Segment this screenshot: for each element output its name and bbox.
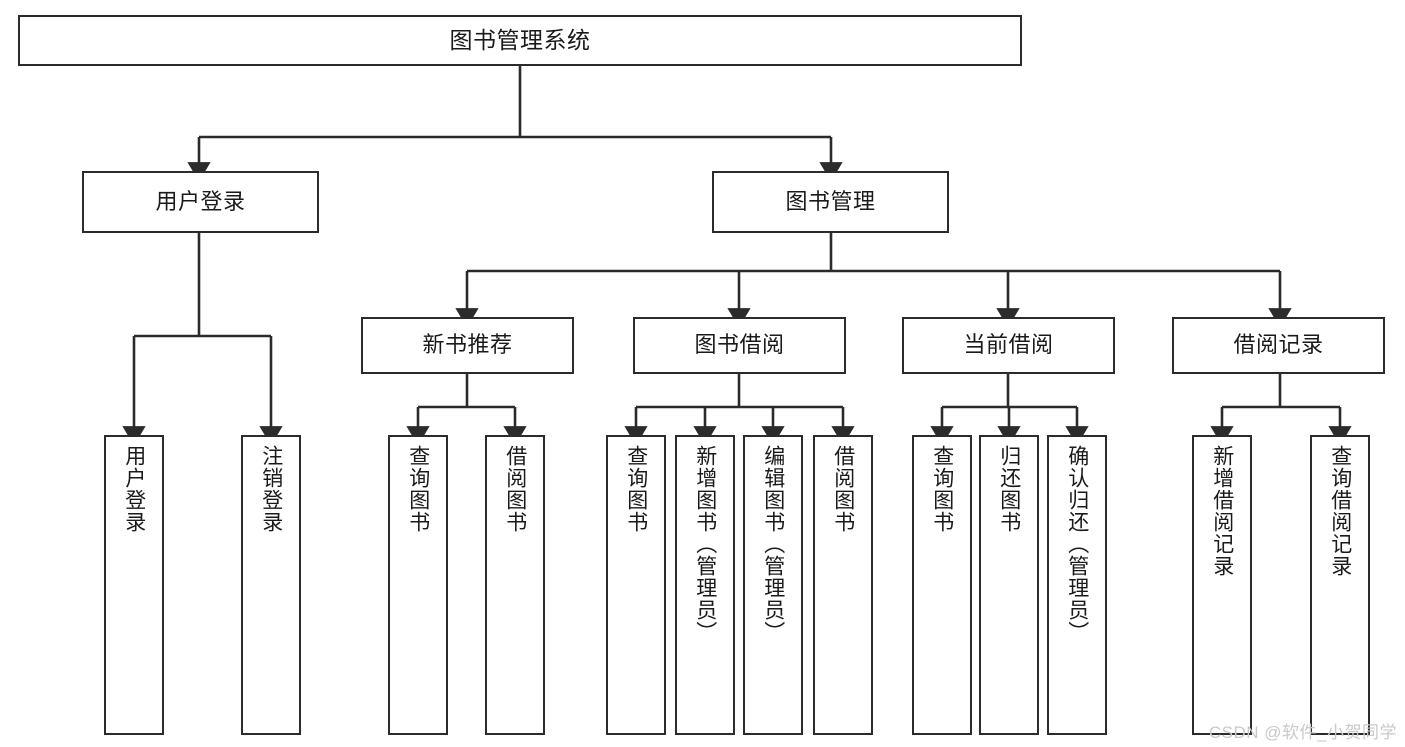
node-book-manage-label: 图书管理 <box>785 188 876 214</box>
node-leaf-query-book-3[interactable]: 查询图书 <box>912 435 972 735</box>
node-leaf-user-login-label: 用户登录 <box>122 445 146 533</box>
node-leaf-return-book[interactable]: 归还图书 <box>979 435 1039 735</box>
node-leaf-borrow-book-1-label: 借阅图书 <box>503 445 527 533</box>
node-leaf-confirm-return[interactable]: 确认归还（管理员） <box>1047 435 1107 735</box>
node-leaf-query-book-3-label: 查询图书 <box>930 445 954 533</box>
node-user-login-label: 用户登录 <box>155 188 246 214</box>
node-new-book-recommend-label: 新书推荐 <box>422 332 513 358</box>
node-leaf-query-record[interactable]: 查询借阅记录 <box>1310 435 1370 735</box>
node-leaf-add-book[interactable]: 新增图书（管理员） <box>675 435 735 735</box>
node-root[interactable]: 图书管理系统 <box>18 15 1022 66</box>
node-leaf-query-record-label: 查询借阅记录 <box>1328 445 1352 577</box>
node-current-borrow-label: 当前借阅 <box>963 332 1054 358</box>
node-current-borrow[interactable]: 当前借阅 <box>902 317 1115 374</box>
node-user-login[interactable]: 用户登录 <box>82 171 319 233</box>
node-leaf-add-book-label: 新增图书（管理员） <box>693 445 717 643</box>
node-leaf-query-book-2-label: 查询图书 <box>624 445 648 533</box>
node-book-borrow-label: 图书借阅 <box>694 332 785 358</box>
node-leaf-user-logout[interactable]: 注销登录 <box>241 435 301 735</box>
node-leaf-borrow-book-2[interactable]: 借阅图书 <box>813 435 873 735</box>
node-leaf-borrow-book-2-label: 借阅图书 <box>831 445 855 533</box>
node-leaf-user-logout-label: 注销登录 <box>259 445 283 533</box>
node-book-manage[interactable]: 图书管理 <box>712 171 949 233</box>
node-book-borrow[interactable]: 图书借阅 <box>633 317 846 374</box>
node-leaf-query-book-2[interactable]: 查询图书 <box>606 435 666 735</box>
node-leaf-edit-book-label: 编辑图书（管理员） <box>761 445 785 643</box>
node-root-label: 图书管理系统 <box>449 26 591 53</box>
node-leaf-return-book-label: 归还图书 <box>997 445 1021 533</box>
node-leaf-add-record[interactable]: 新增借阅记录 <box>1192 435 1252 735</box>
node-borrow-record[interactable]: 借阅记录 <box>1172 317 1385 374</box>
node-leaf-borrow-book-1[interactable]: 借阅图书 <box>485 435 545 735</box>
node-leaf-add-record-label: 新增借阅记录 <box>1210 445 1234 577</box>
node-leaf-user-login[interactable]: 用户登录 <box>104 435 164 735</box>
node-borrow-record-label: 借阅记录 <box>1233 332 1324 358</box>
node-leaf-edit-book[interactable]: 编辑图书（管理员） <box>743 435 803 735</box>
node-new-book-recommend[interactable]: 新书推荐 <box>361 317 574 374</box>
node-leaf-confirm-return-label: 确认归还（管理员） <box>1065 445 1089 643</box>
node-leaf-query-book-1-label: 查询图书 <box>406 445 430 533</box>
node-leaf-query-book-1[interactable]: 查询图书 <box>388 435 448 735</box>
